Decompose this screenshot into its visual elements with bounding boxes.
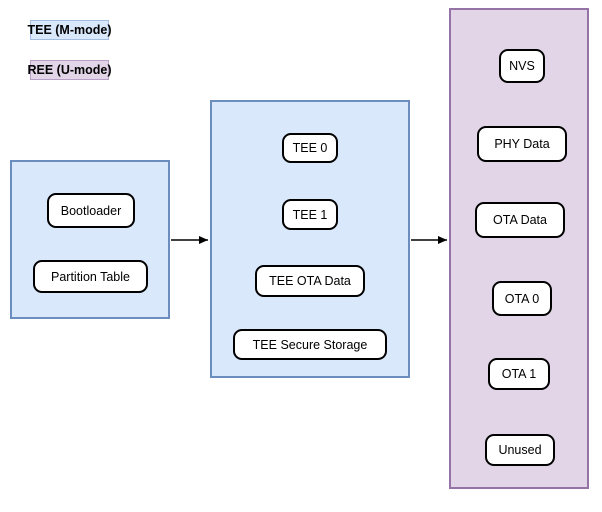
node-phy-data: PHY Data (477, 126, 567, 162)
node-tee-1: TEE 1 (282, 199, 338, 230)
legend-ree-label: REE (U-mode) (27, 63, 112, 77)
node-tee-ota-data: TEE OTA Data (255, 265, 365, 297)
node-nvs: NVS (499, 49, 545, 83)
legend-tee-label: TEE (M-mode) (27, 23, 112, 37)
node-unused: Unused (485, 434, 555, 466)
legend-ree-swatch: REE (U-mode) (27, 60, 112, 80)
node-ota-0: OTA 0 (492, 281, 552, 316)
legend-tee-swatch: TEE (M-mode) (27, 20, 112, 40)
node-tee-0: TEE 0 (282, 133, 338, 163)
node-ota-1: OTA 1 (488, 358, 550, 390)
container-ree-group: NVS PHY Data OTA Data OTA 0 OTA 1 Unused (449, 8, 589, 489)
container-tee-group: TEE 0 TEE 1 TEE OTA Data TEE Secure Stor… (210, 100, 410, 378)
node-bootloader: Bootloader (47, 193, 135, 228)
container-boot-group: Bootloader Partition Table (10, 160, 170, 319)
node-partition-table: Partition Table (33, 260, 148, 293)
node-ota-data: OTA Data (475, 202, 565, 238)
node-tee-secure-storage: TEE Secure Storage (233, 329, 387, 360)
